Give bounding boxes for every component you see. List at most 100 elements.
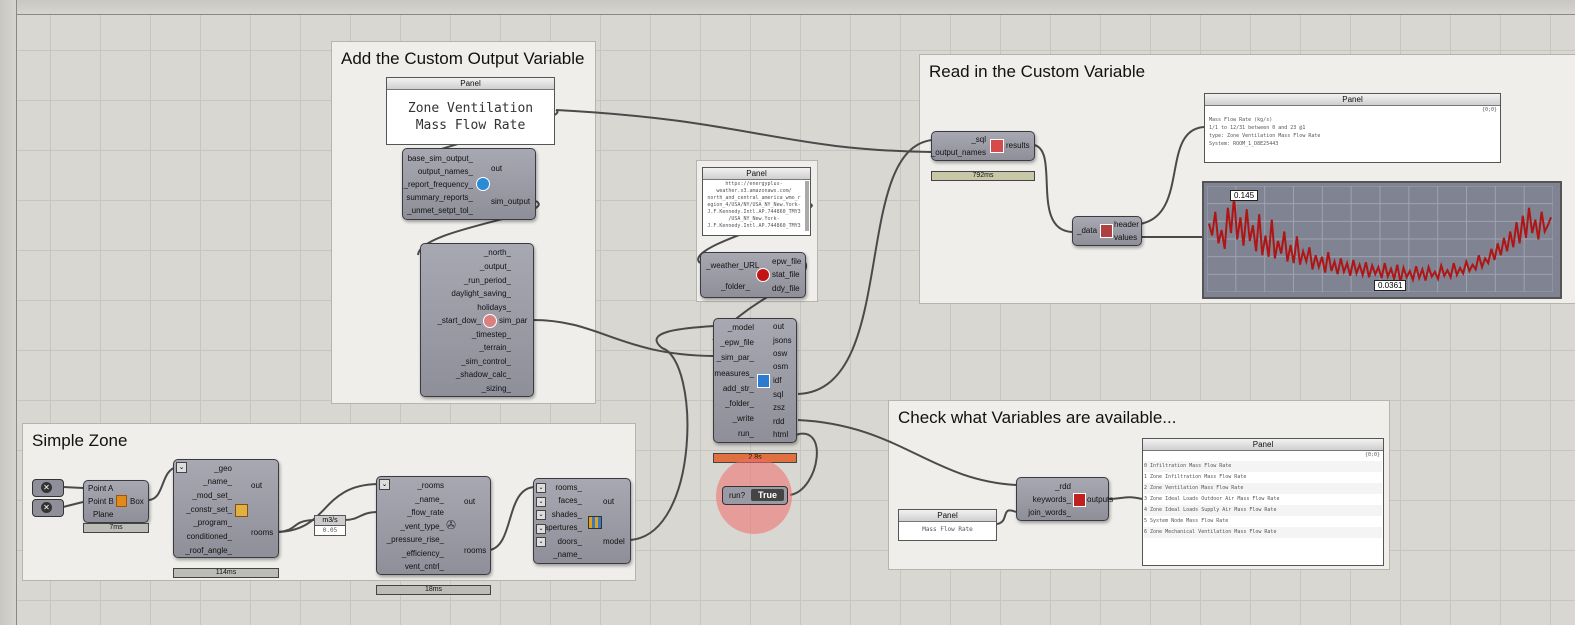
input-param[interactable]: _terrain_ (479, 343, 511, 352)
output-param[interactable]: rooms (464, 546, 487, 555)
output-param[interactable]: ddy_file (772, 284, 800, 293)
output-param[interactable]: rdd (773, 417, 785, 426)
input-param[interactable]: add_str_ (722, 384, 754, 393)
lb-deconstruct-data-component[interactable]: _data header values (1072, 216, 1142, 246)
input-param[interactable]: _epw_file (720, 338, 754, 347)
hbhvac-dedicated-vent-component[interactable]: ⌄ _rooms _name_ _flow_rate _vent_type_ _… (376, 476, 491, 575)
input-param[interactable]: Point A (88, 484, 114, 493)
input-param[interactable]: _sim_control_ (461, 357, 511, 366)
hb-model-to-osm-component[interactable]: _model _epw_file _sim_par_ measures_ add… (713, 318, 797, 443)
input-param[interactable]: _roof_angle_ (185, 546, 232, 555)
input-param[interactable]: keywords_ (1032, 495, 1071, 504)
input-param[interactable]: _vent_type_ (400, 522, 444, 531)
output-param[interactable]: out (251, 481, 263, 490)
flow-rate-unit-panel[interactable]: m3/s 0.05 (314, 515, 346, 537)
input-param[interactable]: _sim_par_ (716, 353, 754, 362)
input-param[interactable]: base_sim_output_ (407, 154, 473, 163)
input-param[interactable]: _sizing_ (481, 384, 511, 393)
input-param[interactable]: join_words_ (1028, 508, 1071, 517)
output-param[interactable]: out (603, 497, 615, 506)
output-param[interactable]: sim_par (499, 316, 528, 325)
input-param[interactable]: apertures_ (543, 523, 582, 532)
output-param[interactable]: html (773, 430, 789, 439)
input-param[interactable]: rooms_ (555, 483, 582, 492)
input-param[interactable]: _flow_rate (407, 508, 444, 517)
input-param[interactable]: vent_cntrl_ (404, 562, 444, 571)
input-param[interactable]: _weather_URL (706, 261, 760, 270)
input-param[interactable]: _shadow_calc_ (455, 370, 511, 379)
toggle-value[interactable]: True (751, 489, 784, 501)
quick-graph[interactable]: 0.145 0.0361 (1202, 181, 1562, 299)
input-param[interactable]: output_names_ (417, 167, 473, 176)
hb-model-component[interactable]: rooms_ faces_ shades_ apertures_ doors_ … (533, 478, 631, 564)
panel-weather-url[interactable]: Panel https://energyplus- weather.s3.ama… (702, 167, 811, 236)
input-param[interactable]: _output_names (930, 148, 986, 157)
input-param[interactable]: measures_ (714, 369, 754, 378)
input-param[interactable]: _north_ (483, 248, 511, 257)
panel-keywords[interactable]: Panel Mass Flow Rate (898, 509, 997, 541)
output-param[interactable]: outputs (1087, 495, 1114, 504)
expand-icon[interactable]: ⌄ (176, 462, 187, 473)
input-param[interactable]: _unmet_setpt_tol_ (407, 206, 473, 215)
expand-icon[interactable]: ⌄ (536, 537, 546, 547)
box-2pt-component[interactable]: Point A Point B Plane Box (83, 480, 149, 523)
hb-room-component[interactable]: ⌄ _geo _name_ _mod_set_ _constr_set_ _pr… (173, 459, 279, 558)
input-param[interactable]: daylight_saving_ (451, 289, 511, 298)
output-param[interactable]: values (1114, 233, 1138, 242)
output-param[interactable]: sql (773, 390, 784, 399)
input-param[interactable]: _start_dow_ (437, 316, 481, 325)
hb-custom-output-component[interactable]: base_sim_output_ output_names_ _report_f… (402, 148, 536, 220)
input-param[interactable]: _rdd (1054, 482, 1071, 491)
input-param[interactable]: summary_reports_ (406, 193, 473, 202)
output-param[interactable]: osw (773, 349, 788, 358)
output-param[interactable]: rooms (251, 528, 274, 537)
output-param[interactable]: jsons (773, 336, 792, 345)
input-param[interactable]: _efficiency_ (401, 549, 444, 558)
input-param[interactable]: _write (732, 414, 754, 423)
hb-sim-par-component[interactable]: _north_ _output_ _run_period_ daylight_s… (420, 243, 534, 397)
input-param[interactable]: _program_ (193, 518, 232, 527)
input-param[interactable]: doors_ (557, 537, 582, 546)
point-b-param[interactable]: ✕ (32, 499, 64, 517)
input-param[interactable]: _folder_ (725, 399, 754, 408)
output-param[interactable]: out (491, 164, 503, 173)
input-param[interactable]: faces_ (558, 496, 582, 505)
output-param[interactable]: out (464, 497, 476, 506)
input-param[interactable]: _folder_ (721, 282, 750, 291)
panel-zone-ventilation[interactable]: Panel Zone Ventilation Mass Flow Rate (386, 77, 555, 145)
output-param[interactable]: results (1006, 141, 1030, 150)
input-param[interactable]: _pressure_rise_ (386, 535, 444, 544)
input-param[interactable]: _sql (971, 135, 986, 144)
input-param[interactable]: Plane (93, 510, 114, 519)
input-param[interactable]: shades_ (551, 510, 582, 519)
panel-rdd-outputs[interactable]: Panel {0;0} 0 Infiltration Mass Flow Rat… (1142, 438, 1384, 566)
lb-download-weather-component[interactable]: _weather_URL _folder_ epw_file stat_file… (700, 252, 806, 298)
input-param[interactable]: _timestep_ (471, 330, 511, 339)
output-param[interactable]: osm (773, 362, 789, 371)
input-param[interactable]: _constr_set_ (186, 505, 232, 514)
output-param[interactable]: model (603, 537, 625, 546)
expand-icon[interactable]: ⌄ (536, 483, 546, 493)
hb-read-rdd-component[interactable]: _rdd keywords_ join_words_ outputs (1016, 477, 1113, 521)
input-param[interactable]: conditioned_ (186, 532, 232, 541)
input-param[interactable]: _report_frequency_ (403, 180, 473, 189)
input-param[interactable]: _geo (214, 464, 232, 473)
output-param[interactable]: sim_output (491, 197, 531, 206)
input-param[interactable]: _mod_set_ (192, 491, 232, 500)
input-param[interactable]: Point B (88, 497, 114, 506)
input-param[interactable]: _name_ (415, 495, 444, 504)
expand-icon[interactable]: ⌄ (536, 524, 546, 534)
point-a-param[interactable]: ✕ (32, 479, 64, 497)
expand-icon[interactable]: ⌄ (536, 497, 546, 507)
output-param[interactable]: header (1114, 220, 1139, 229)
panel-data-header[interactable]: Panel {0;0} Mass Flow Rate (kg/s) 1/1 to… (1204, 93, 1501, 163)
output-param[interactable]: zsz (773, 403, 785, 412)
expand-icon[interactable]: ⌄ (379, 479, 390, 490)
output-param[interactable]: Box (130, 497, 144, 506)
output-param[interactable]: epw_file (772, 257, 802, 266)
run-toggle[interactable]: run? True (722, 486, 788, 505)
output-param[interactable]: idf (773, 376, 782, 385)
expand-icon[interactable]: ⌄ (536, 510, 546, 520)
input-param[interactable]: run_ (737, 429, 754, 438)
input-param[interactable]: _run_period_ (463, 276, 511, 285)
